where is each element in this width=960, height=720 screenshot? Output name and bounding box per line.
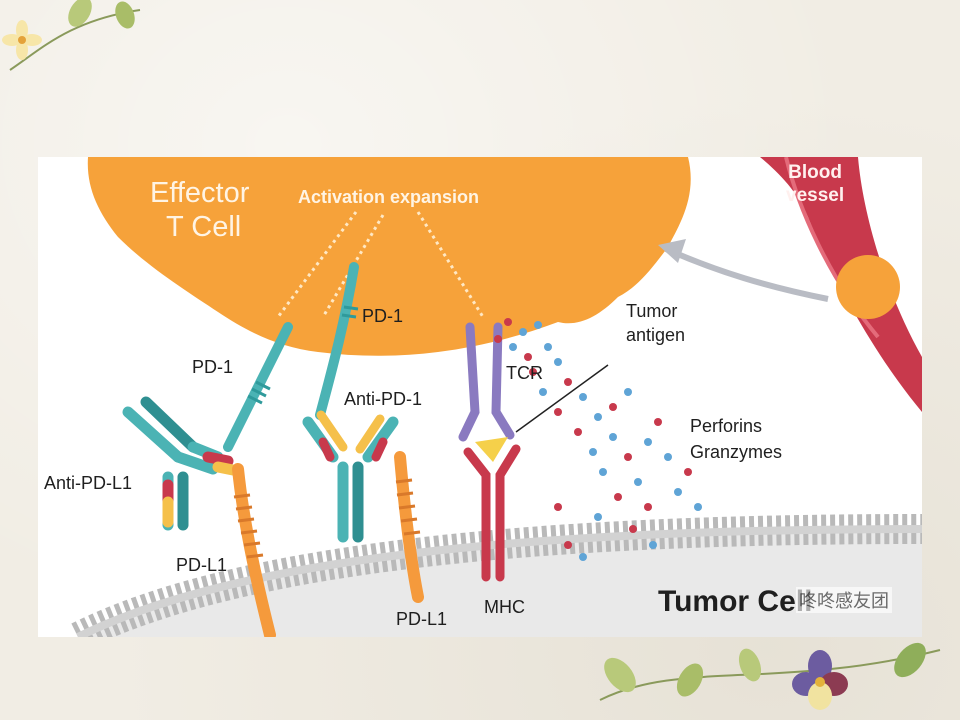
perforin-granzyme-dots [494, 318, 702, 561]
activation-lines [276, 211, 485, 318]
effector-molecule-dot [649, 541, 657, 549]
effector-molecule-dot [524, 353, 532, 361]
effector-molecule-dot [654, 418, 662, 426]
effector-molecule-dot [644, 503, 652, 511]
effector-molecule-dot [544, 343, 552, 351]
anti-pdl1-antibody [122, 396, 244, 531]
pdl1-left-label: PD-L1 [176, 555, 228, 575]
effector-molecule-dot [564, 378, 572, 386]
floral-decoration-bottom-right [599, 642, 941, 710]
tumor-antigen-shape [475, 437, 508, 462]
effector-molecule-dot [554, 503, 562, 511]
effector-molecule-dot [579, 393, 587, 401]
migration-arrow [664, 246, 829, 302]
effector-molecule-dot [609, 403, 617, 411]
pdl1-right-ligand [394, 451, 424, 603]
effector-molecule-dot [629, 525, 637, 533]
effector-molecule-dot [554, 358, 562, 366]
mhc-label: MHC [484, 597, 525, 617]
effector-molecule-dot [564, 541, 572, 549]
effector-molecule-dot [494, 335, 502, 343]
effector-label-line2: T Cell [166, 211, 242, 243]
tumor-antigen-label-line2: antigen [626, 325, 686, 345]
blood-vessel-label-line2: vessel [786, 185, 845, 206]
effector-molecule-dot [624, 388, 632, 396]
effector-molecule-dot [664, 453, 672, 461]
diagram-svg [71, 157, 922, 637]
effector-molecule-dot [674, 488, 682, 496]
effector-molecule-dot [614, 493, 622, 501]
pdl1-right-label: PD-L1 [396, 609, 448, 629]
effector-molecule-dot [694, 503, 702, 511]
effector-molecule-dot [539, 388, 547, 396]
effector-molecule-dot [609, 433, 617, 441]
effector-molecule-dot [574, 428, 582, 436]
tumor-antigen-label-line1: Tumor [626, 301, 678, 321]
watermark: 咚咚感友团 [796, 587, 892, 613]
effector-label-line1: Effector [150, 177, 250, 209]
perforins-label: Perforins [690, 416, 763, 436]
mhc-molecule [463, 444, 521, 582]
blood-vessel-label-line1: Blood [788, 162, 842, 183]
effector-molecule-dot [519, 328, 527, 336]
pd1-center-label: PD-1 [362, 306, 404, 326]
effector-molecule-dot [599, 468, 607, 476]
tumor-membrane [78, 529, 922, 637]
effector-molecule-dot [579, 553, 587, 561]
effector-t-cell [87, 157, 691, 356]
pd1-center-receptor [315, 262, 359, 420]
effector-molecule-dot [624, 453, 632, 461]
tcr-receptor [458, 322, 515, 442]
anti-pd1-antibody [302, 410, 399, 543]
effector-molecule-dot [529, 368, 537, 376]
effector-molecule-dot [684, 468, 692, 476]
vessel-cell [836, 255, 900, 319]
activation-expansion-label: Activation expansion [298, 187, 480, 207]
pdl1-left-ligand [232, 463, 276, 637]
effector-molecule-dot [509, 343, 517, 351]
tumor-cell-label: Tumor Cell [658, 585, 813, 618]
diagram-panel: Effector T Cell Activation expansion Blo… [38, 157, 922, 637]
effector-molecule-dot [594, 513, 602, 521]
effector-molecule-dot [634, 478, 642, 486]
effector-molecule-dot [534, 321, 542, 329]
effector-molecule-dot [554, 408, 562, 416]
effector-molecule-dot [504, 318, 512, 326]
pd1-left-label: PD-1 [192, 357, 234, 377]
granzymes-label: Granzymes [690, 442, 783, 462]
pd1-left-receptor [223, 322, 293, 452]
anti-pdl1-label: Anti-PD-L1 [44, 473, 133, 493]
effector-molecule-dot [644, 438, 652, 446]
anti-pd1-label: Anti-PD-1 [344, 389, 423, 409]
effector-molecule-dot [589, 448, 597, 456]
tcr-label: TCR [506, 363, 543, 383]
floral-decoration-top-left [2, 0, 141, 71]
effector-molecule-dot [594, 413, 602, 421]
